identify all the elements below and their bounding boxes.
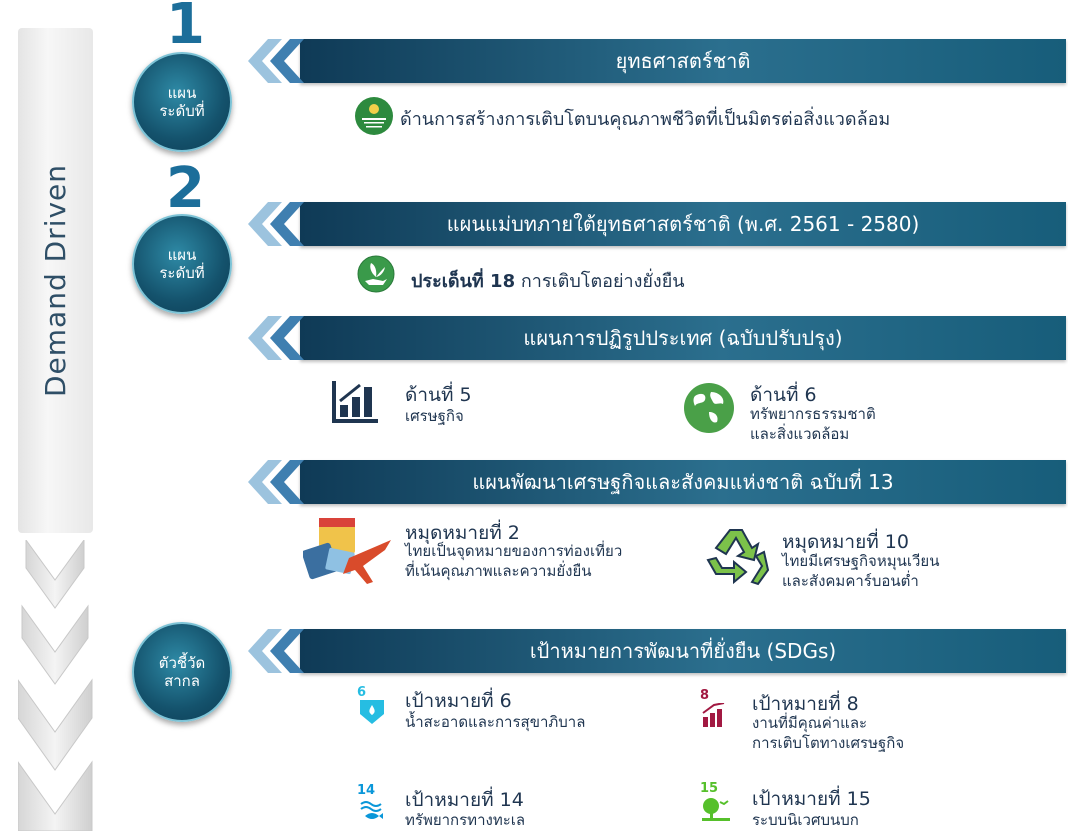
nesdp-item-desc: ไทยมีเศรษฐกิจหมุนเวียน และสังคมคาร์บอนต่… [782, 552, 940, 590]
sdg-item-desc: ทรัพยากรทางทะเล [405, 811, 526, 829]
globe-icon [684, 383, 734, 433]
travel-icon [303, 518, 391, 584]
side-bar [18, 28, 93, 533]
double-chevron-left-icon [248, 39, 304, 83]
national-strategy-logo-icon [355, 97, 393, 135]
level2-title: แผนแม่บทภายใต้ยุทธศาสตร์ชาติ (พ.ศ. 2561 … [446, 212, 920, 236]
sdgs-circle-label: ตัวชี้วัด สากล [158, 654, 206, 690]
recycle-icon [706, 529, 770, 586]
sdgs-circle: ตัวชี้วัด สากล [132, 622, 232, 722]
fish-wave-icon [360, 801, 383, 819]
double-chevron-left-icon [248, 629, 304, 673]
water-drop-icon [360, 700, 384, 724]
sdg6-icon: 6 [357, 685, 387, 729]
sdg-item-head: เป้าหมายที่ 15 [752, 788, 871, 810]
sdg14-icon: 14 [357, 783, 387, 827]
sdg-item-head: เป้าหมายที่ 14 [405, 789, 524, 811]
level1-item: ด้านการสร้างการเติบโตบนคุณภาพชีวิตที่เป็… [400, 109, 891, 130]
side-label: Demand Driven [39, 163, 73, 398]
sdg-number: 15 [700, 781, 719, 796]
sdg-item-desc: ระบบนิเวศบนบก [752, 811, 859, 829]
bar-chart-icon [332, 381, 378, 423]
nesdp-title: แผนพัฒนาเศรษฐกิจและสังคมแห่งชาติ ฉบับที่… [472, 470, 894, 494]
tree-bird-icon [702, 798, 730, 821]
sdg-item-head: เป้าหมายที่ 6 [405, 690, 512, 712]
double-chevron-left-icon [248, 202, 304, 246]
level2-circle-label: แผน ระดับที่ [159, 246, 205, 282]
reform-item-head: ด้านที่ 6 [750, 384, 817, 406]
reform-title: แผนการปฏิรูปประเทศ (ฉบับปรับปรุง) [523, 326, 843, 350]
double-chevron-left-icon [248, 316, 304, 360]
nesdp-item-desc: ไทยเป็นจุดหมายของการท่องเที่ยว ที่เน้นคุ… [405, 542, 623, 580]
sdg-number: 14 [357, 783, 376, 798]
level2-item-bold: ประเด็นที่ 18 [411, 271, 516, 292]
nesdp-banner: แผนพัฒนาเศรษฐกิจและสังคมแห่งชาติ ฉบับที่… [300, 460, 1066, 504]
sdgs-banner: เป้าหมายการพัฒนาที่ยั่งยืน (SDGs) [300, 629, 1066, 673]
level1-banner: ยุทธศาสตร์ชาติ [300, 39, 1066, 83]
plant-hand-icon [357, 255, 395, 293]
level1-circle-label: แผน ระดับที่ [159, 84, 205, 120]
level2-item: การเติบโตอย่างยั่งยืน [520, 271, 685, 292]
reform-item-head: ด้านที่ 5 [405, 384, 472, 406]
sdg8-icon: 8 [700, 688, 730, 732]
level1-circle: แผน ระดับที่ [132, 52, 232, 152]
level1-number: 1 [166, 0, 205, 57]
reform-item-desc: ทรัพยากรธรรมชาติ และสิ่งแวดล้อม [750, 405, 876, 443]
sdg-number: 6 [357, 685, 367, 700]
sdg-item-head: เป้าหมายที่ 8 [752, 693, 859, 715]
sdgs-title: เป้าหมายการพัฒนาที่ยั่งยืน (SDGs) [529, 639, 837, 663]
nesdp-item-head: หมุดหมายที่ 2 [405, 522, 520, 544]
reform-item-desc: เศรษฐกิจ [405, 407, 464, 425]
level2-number: 2 [166, 156, 205, 221]
double-chevron-left-icon [248, 460, 304, 504]
level2-banner: แผนแม่บทภายใต้ยุทธศาสตร์ชาติ (พ.ศ. 2561 … [300, 202, 1066, 246]
level1-title: ยุทธศาสตร์ชาติ [615, 49, 751, 73]
sdg-item-desc: น้ำสะอาดและการสุขาภิบาล [405, 713, 586, 731]
level2-circle: แผน ระดับที่ [132, 214, 232, 314]
down-chevrons-icon [18, 540, 93, 831]
nesdp-item-head: หมุดหมายที่ 10 [782, 531, 909, 553]
reform-banner: แผนการปฏิรูปประเทศ (ฉบับปรับปรุง) [300, 316, 1066, 360]
sdg-number: 8 [700, 688, 710, 703]
sdg-item-desc: งานที่มีคุณค่าและ การเติบโตทางเศรษฐกิจ [752, 714, 905, 752]
growth-chart-icon [702, 702, 725, 727]
sdg15-icon: 15 [700, 781, 730, 825]
